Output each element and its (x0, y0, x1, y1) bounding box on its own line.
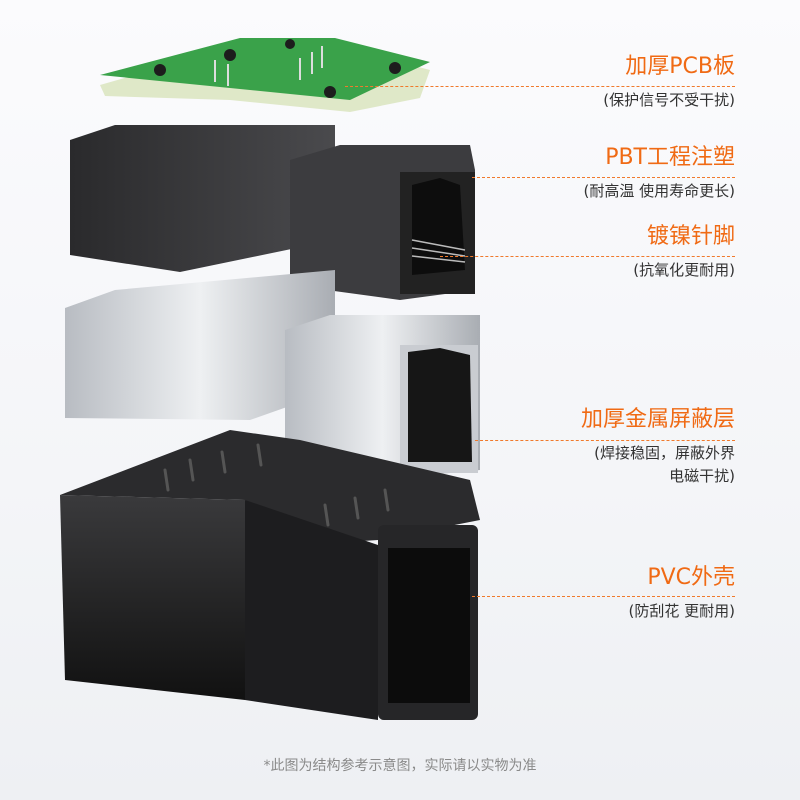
callout-subtitle: (焊接稳固，屏蔽外界 (594, 444, 735, 462)
callout-shield: 加厚金属屏蔽层 (焊接稳固，屏蔽外界 电磁干扰) (581, 407, 735, 488)
pbt-housing (70, 125, 475, 300)
callout-line-pins (440, 256, 735, 257)
callout-pcb: 加厚PCB板 (保护信号不受干扰) (603, 54, 735, 112)
callout-title: PBT工程注塑 (605, 145, 735, 170)
callout-pvc: PVC外壳 (防刮花 更耐用) (629, 565, 735, 623)
callout-subtitle: (防刮花 更耐用) (628, 602, 735, 620)
callout-subtitle-line2: 电磁干扰) (669, 467, 735, 485)
callout-line-pcb (345, 86, 735, 87)
pcb-board (100, 38, 430, 112)
callout-subtitle: (耐高温 使用寿命更长) (583, 182, 735, 200)
callout-title: 加厚金属屏蔽层 (580, 407, 735, 432)
callout-line-shield (475, 440, 735, 441)
callout-line-pbt (472, 177, 735, 178)
footnote: *此图为结构参考示意图，实际请以实物为准 (263, 758, 537, 774)
callout-title: 镀镍针脚 (646, 224, 735, 249)
pvc-shell (60, 430, 480, 720)
callout-title: PVC外壳 (647, 565, 735, 590)
callout-line-pvc (472, 596, 735, 597)
callout-title: 加厚PCB板 (625, 54, 735, 79)
callout-pbt: PBT工程注塑 (耐高温 使用寿命更长) (584, 145, 735, 203)
callout-subtitle: (抗氧化更耐用) (633, 261, 735, 279)
callout-pins: 镀镍针脚 (抗氧化更耐用) (633, 224, 735, 282)
metal-shield (65, 270, 480, 478)
callout-subtitle: (保护信号不受干扰) (603, 91, 735, 109)
